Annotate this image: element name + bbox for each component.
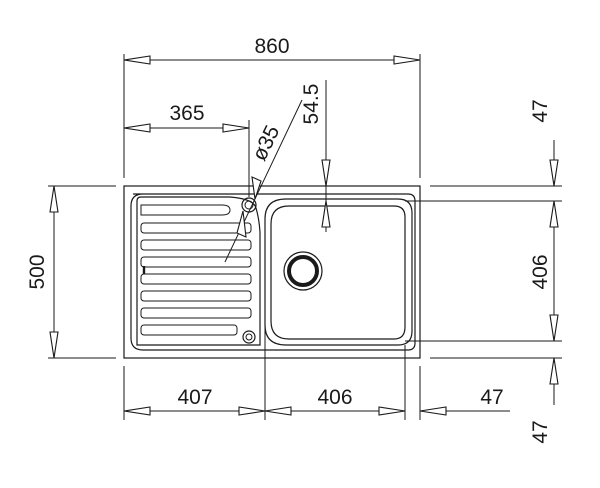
sink-outline — [123, 185, 421, 359]
label-bowl-offset: 54.5 — [300, 84, 323, 125]
dimension-overall-height: 500 — [26, 185, 59, 359]
extension-lines — [48, 54, 562, 420]
label-overall-width: 860 — [254, 35, 289, 58]
dimension-drainer-width: 407 — [123, 386, 266, 416]
dimension-overall-width: 860 — [123, 35, 421, 65]
label-bottom-margin: 47 — [529, 420, 552, 443]
dimension-tap-hole-diameter: ø35 — [224, 99, 303, 263]
label-tap-hole-offset: 365 — [169, 102, 204, 125]
label-top-margin: 47 — [529, 99, 552, 122]
label-bowl-height: 406 — [529, 254, 552, 289]
waste-outlet — [283, 251, 323, 291]
label-drainer-width: 407 — [177, 386, 212, 409]
overflow-hole — [242, 330, 256, 344]
dimension-bottom-margin: 47 — [529, 357, 559, 444]
dimension-bowl-height: 406 — [529, 200, 559, 342]
dimension-bowl-width: 406 — [264, 386, 406, 416]
label-bowl-width: 406 — [317, 386, 352, 409]
drainer-outline — [136, 196, 261, 346]
bowl — [264, 198, 413, 346]
label-tap-hole-diameter: ø35 — [248, 122, 285, 165]
dimension-right-margin: 47 — [419, 386, 510, 416]
drainer-ribs — [140, 204, 252, 336]
dimension-tap-hole-offset: 365 — [123, 102, 250, 133]
dimension-bowl-offset: 54.5 — [300, 80, 331, 232]
label-overall-height: 500 — [26, 254, 49, 289]
label-right-margin: 47 — [480, 386, 503, 409]
dimension-top-margin: 47 — [529, 99, 559, 187]
